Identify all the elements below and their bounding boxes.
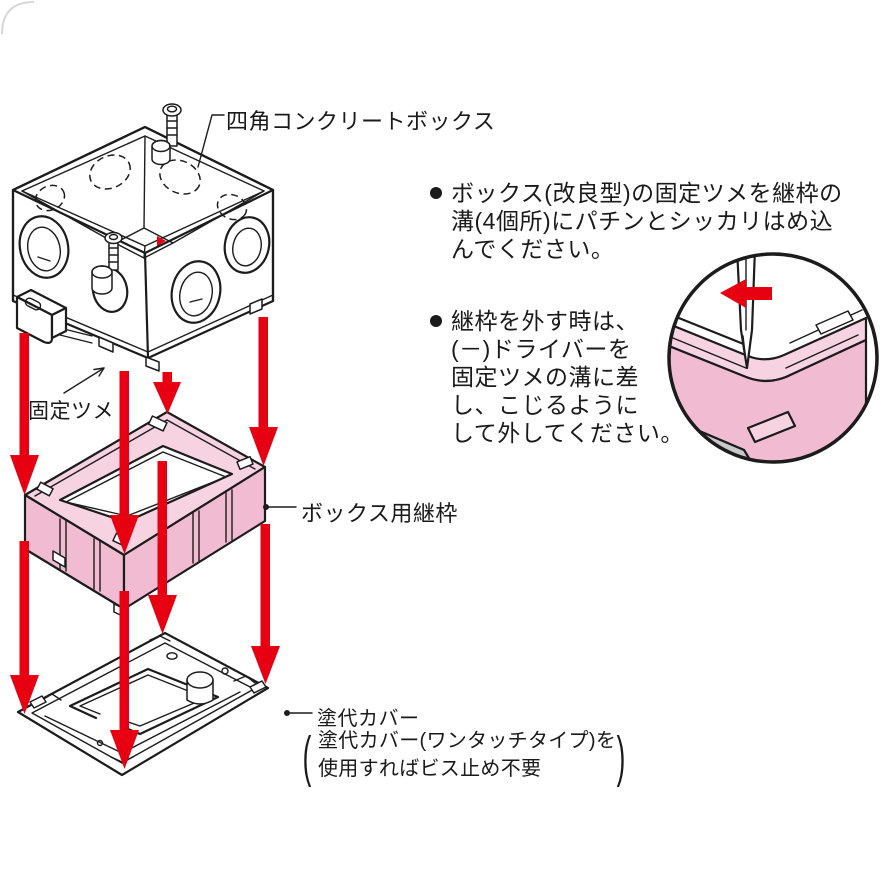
bullet-2-line-1: 継枠を外す時は、 (451, 308, 639, 334)
leader-tab-label (63, 367, 105, 394)
leader-cover-label (284, 710, 313, 716)
bullet-icon (430, 315, 442, 327)
bullet-2-line-2: (－)ドライバーを (451, 336, 632, 362)
bullet-1-line-3: んでください。 (451, 236, 615, 262)
note-paren-close: ) (616, 723, 626, 789)
fixing-tab-right (249, 298, 263, 315)
box-frame-drawing (23, 410, 267, 619)
cover-drawing (16, 631, 270, 777)
fixing-tab-clip (15, 288, 93, 344)
assembly-arrow-box-right (249, 317, 278, 466)
instruction-bullet-1: ボックス(改良型)の固定ツメを継枠の 溝(4個所)にパチンとシッカリはめ込 んで… (430, 179, 843, 263)
frame-label: ボックス用継枠 (301, 501, 458, 526)
fixing-tab-label: 固定ツメ (28, 400, 114, 423)
cover-slot-right (249, 680, 267, 694)
assembly-arrow-frame-right (251, 524, 280, 684)
screw-top (151, 103, 182, 166)
note-paren-open: ( (302, 723, 312, 789)
concrete-box-drawing (11, 103, 275, 372)
fixing-tab-left (98, 336, 114, 353)
bullet-1-line-2: 溝(4個所)にパチンとシッカリはめ込 (451, 208, 834, 234)
assembly-arrow-box-left (10, 333, 39, 495)
page-corner-decoration (1, 1, 35, 35)
assembly-arrow-frame-back (148, 461, 177, 634)
bullet-2-line-4: し、こじるように (451, 392, 639, 418)
screw-inside (91, 231, 123, 295)
frame-tab-left (52, 550, 66, 568)
detail-inset-circle (667, 252, 879, 464)
bullet-2-line-3: 固定ツメの溝に差 (451, 364, 639, 390)
groove-slot-back (147, 415, 168, 432)
pry-arrow-icon (720, 279, 772, 308)
leader-box-label (197, 114, 225, 168)
bullet-2-line-5: して外してください。 (451, 420, 684, 446)
red-pointer-mark (157, 236, 166, 246)
cover-slot-left (29, 695, 47, 709)
instruction-bullet-2: 継枠を外す時は、 (－)ドライバーを 固定ツメの溝に差 し、こじるように して外… (430, 307, 684, 447)
box-label: 四角コンクリートボックス (226, 109, 496, 134)
cover-note-line-2: 使用すればビス止め不要 (318, 758, 542, 780)
cover-boss (186, 671, 214, 705)
assembly-arrow-box-front (110, 371, 139, 554)
assembly-arrow-frame-left (10, 541, 39, 714)
cover-label: 塗代カバー (317, 708, 420, 730)
assembly-arrow-box-back (153, 372, 181, 414)
cover-note-line-1: 塗代カバー(ワンタッチタイプ)を (318, 730, 617, 752)
fixing-tab-front (145, 356, 160, 372)
assembly-arrows (10, 317, 280, 769)
assembly-arrow-frame-front (110, 591, 139, 769)
leader-lines (63, 114, 313, 716)
bullet-icon (430, 187, 442, 199)
groove-slot-right (236, 455, 254, 471)
cover-note: 塗代カバー(ワンタッチタイプ)を 使用すればビス止め不要 (318, 727, 616, 783)
bullet-1-line-1: ボックス(改良型)の固定ツメを継枠の (451, 180, 843, 206)
inset-frame-tab (746, 410, 797, 444)
leader-frame-label (263, 504, 297, 510)
groove-slot-left (36, 481, 54, 497)
